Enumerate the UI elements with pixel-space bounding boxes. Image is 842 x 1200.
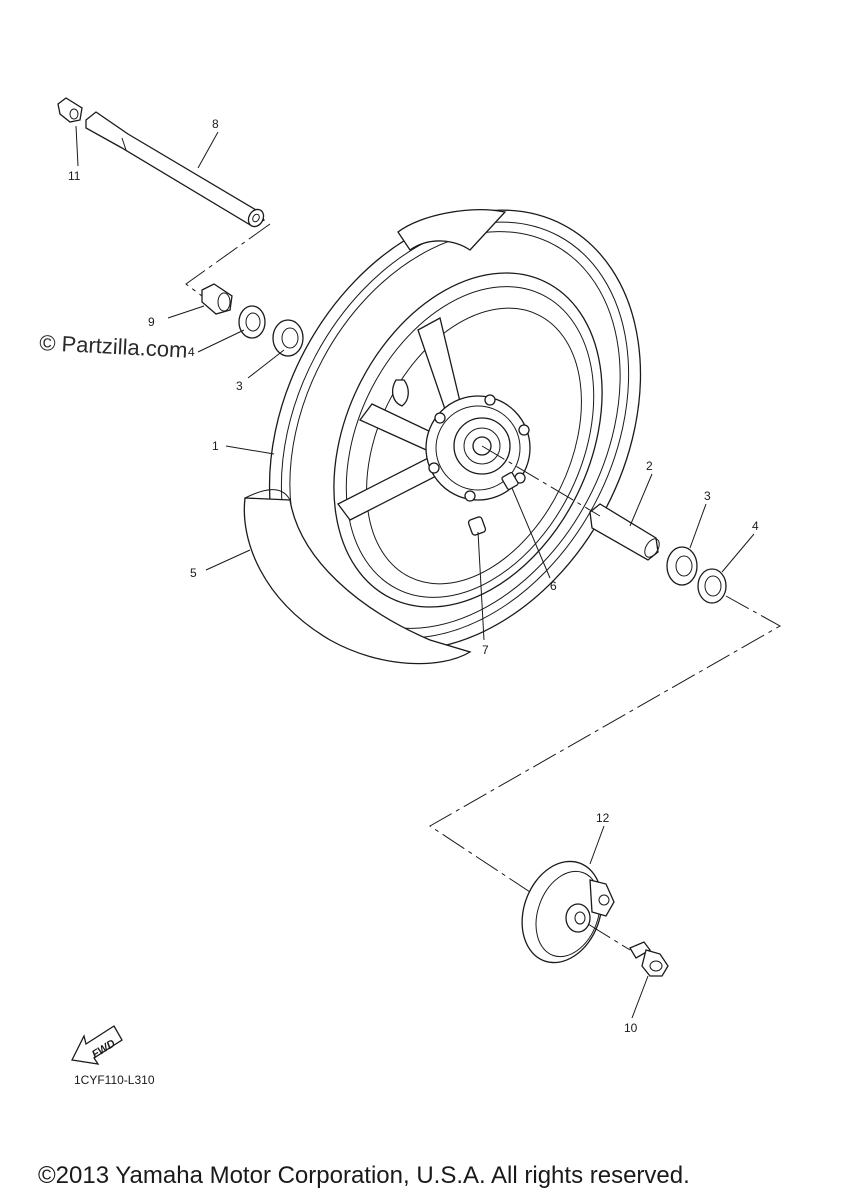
- callout-12: 12: [596, 811, 610, 825]
- copyright-notice: ©2013 Yamaha Motor Corporation, U.S.A. A…: [38, 1162, 690, 1189]
- callout-4-right: 4: [752, 519, 759, 533]
- oil-seal-right: [697, 568, 727, 604]
- bearing-right: [666, 546, 698, 586]
- tire-cutaway-section: [243, 497, 472, 665]
- spacer-collar: [589, 503, 660, 561]
- right-side-parts: [589, 503, 727, 604]
- bolt: [629, 941, 669, 977]
- axle-nut: [57, 97, 83, 123]
- diagram-code: 1CYF110-L310: [74, 1073, 155, 1087]
- assembly-lines: [185, 223, 782, 951]
- oil-seal-left: [238, 305, 266, 339]
- axle-group: [57, 97, 304, 357]
- tire-valve: [467, 516, 487, 536]
- callout-11: 11: [68, 169, 81, 183]
- gear-unit: [521, 860, 615, 964]
- callout-1: 1: [212, 439, 219, 453]
- leader-lines: [75, 125, 755, 1019]
- gear-unit-assembly: [521, 860, 669, 977]
- callout-4-left: 4: [188, 345, 195, 359]
- balance-weight: [501, 472, 519, 490]
- callout-8: 8: [212, 117, 219, 131]
- bearing-left: [272, 319, 304, 357]
- callout-labels: 8 11 9 4 3 1 5 2 3 4 6 7 12 10: [68, 117, 759, 1035]
- callout-9: 9: [148, 315, 155, 329]
- fwd-arrow-icon: FWD: [71, 1025, 123, 1065]
- callout-3-left: 3: [236, 379, 243, 393]
- callout-2: 2: [646, 459, 653, 473]
- wheel-assembly: [243, 209, 642, 665]
- callout-10: 10: [624, 1021, 638, 1035]
- axle-collar: [201, 283, 233, 315]
- callout-7: 7: [482, 643, 489, 657]
- callout-3-right: 3: [704, 489, 711, 503]
- callout-5: 5: [190, 566, 197, 580]
- axle-shaft: [85, 111, 266, 228]
- callout-6: 6: [550, 579, 557, 593]
